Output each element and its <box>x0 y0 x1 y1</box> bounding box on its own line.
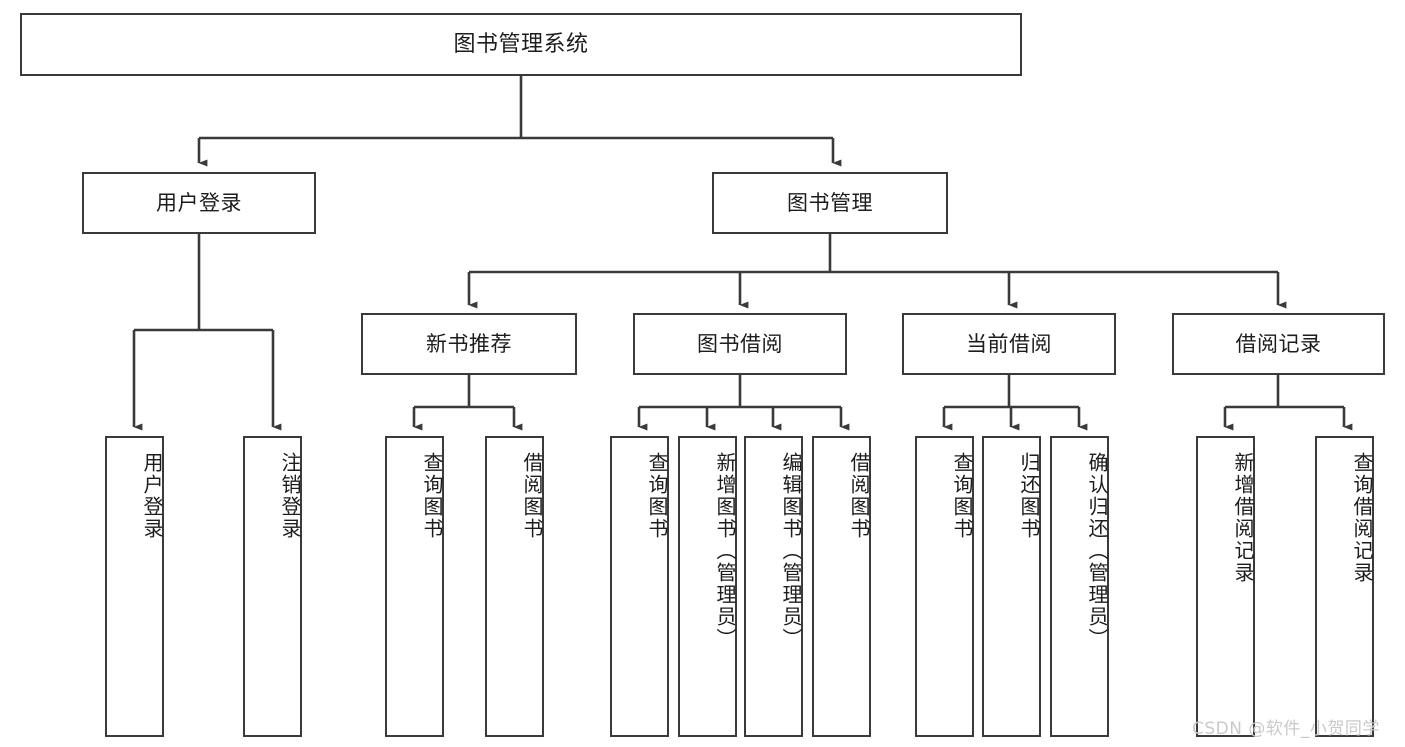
node-borrow-record[interactable]: 借阅记录 <box>1172 313 1385 375</box>
leaf-label: 新增图书（管理员） <box>713 452 737 650</box>
leaf-user-login-logout[interactable]: 注销登录 <box>243 436 302 737</box>
csdn-watermark: CSDN @软件_小贺同学 <box>1192 719 1380 739</box>
node-book-management[interactable]: 图书管理 <box>712 172 948 234</box>
leaf-current-borrow-return-book[interactable]: 归还图书 <box>982 436 1041 737</box>
leaf-label: 借阅图书 <box>520 452 544 540</box>
leaf-label: 新增借阅记录 <box>1231 452 1255 584</box>
node-root-book-management-system[interactable]: 图书管理系统 <box>20 13 1022 76</box>
leaf-label: 编辑图书（管理员） <box>779 452 803 650</box>
leaf-label: 用户登录 <box>140 452 164 540</box>
leaf-label: 注销登录 <box>278 452 302 540</box>
leaf-current-borrow-confirm-return-admin[interactable]: 确认归还（管理员） <box>1050 436 1109 737</box>
leaf-label: 确认归还（管理员） <box>1085 452 1109 650</box>
node-book-borrow[interactable]: 图书借阅 <box>633 313 847 375</box>
leaf-label: 查询借阅记录 <box>1350 452 1374 584</box>
leaf-label: 借阅图书 <box>847 452 871 540</box>
leaf-label: 查询图书 <box>420 452 444 540</box>
leaf-label: 查询图书 <box>645 452 669 540</box>
leaf-borrow-record-query-record[interactable]: 查询借阅记录 <box>1315 436 1374 737</box>
leaf-book-borrow-borrow-book[interactable]: 借阅图书 <box>812 436 871 737</box>
leaf-book-borrow-add-book-admin[interactable]: 新增图书（管理员） <box>678 436 737 737</box>
leaf-borrow-record-add-record[interactable]: 新增借阅记录 <box>1196 436 1255 737</box>
leaf-new-book-query-book[interactable]: 查询图书 <box>385 436 444 737</box>
leaf-new-book-borrow-book[interactable]: 借阅图书 <box>485 436 544 737</box>
leaf-label: 查询图书 <box>950 452 974 540</box>
leaf-user-login-login[interactable]: 用户登录 <box>105 436 164 737</box>
node-current-borrow[interactable]: 当前借阅 <box>902 313 1116 375</box>
leaf-book-borrow-query-book[interactable]: 查询图书 <box>610 436 669 737</box>
leaf-label: 归还图书 <box>1017 452 1041 540</box>
leaf-current-borrow-query-book[interactable]: 查询图书 <box>915 436 974 737</box>
leaf-book-borrow-edit-book-admin[interactable]: 编辑图书（管理员） <box>744 436 803 737</box>
node-new-book-recommend[interactable]: 新书推荐 <box>361 313 577 375</box>
node-user-login[interactable]: 用户登录 <box>82 172 316 234</box>
